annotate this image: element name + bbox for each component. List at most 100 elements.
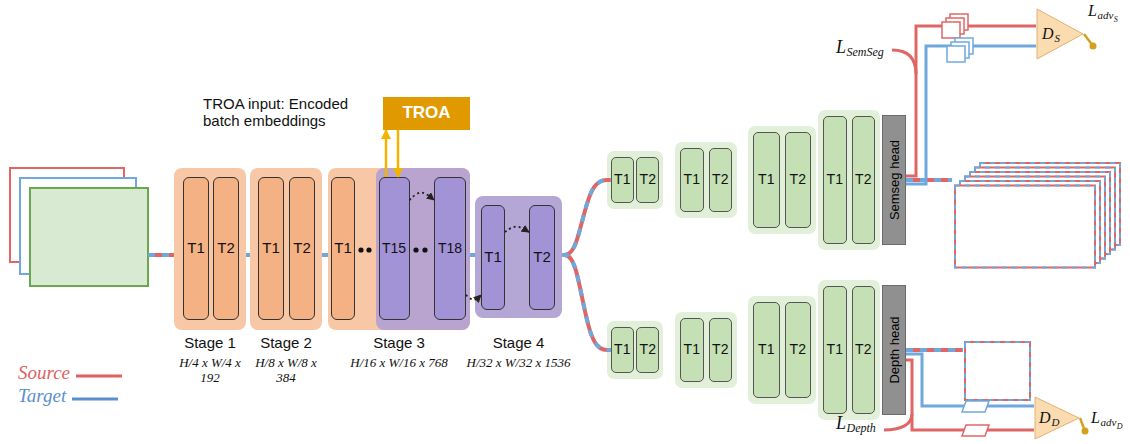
depth-map [965,342,1030,400]
decoder-stage [607,151,663,209]
decoder-stage [818,280,880,420]
decoder-block: T2 [785,132,812,228]
decoder-stage [748,296,816,404]
connector [906,360,1034,430]
decoder-block: T1 [611,157,634,203]
connector-line [906,354,1034,406]
stage-band: Stage 2H/8 x W/8 x 384T1T2 [250,168,322,330]
transformer-block: T1 [183,177,209,320]
transformer-block: T18 [434,177,466,320]
decoder-block: T2 [709,148,733,212]
decoder-block: T2 [852,116,876,244]
decoder-block: T2 [785,302,812,398]
output-wire [906,348,963,352]
output-wire [906,348,963,352]
input-wire [148,253,174,257]
connector-line [562,180,611,255]
discriminator-label: S [1055,33,1061,44]
decoder-block: T1 [680,318,704,382]
decoder-stage [748,126,816,234]
legend-entry: Source [18,363,124,384]
legend-label: Source [18,363,70,384]
connector-line [385,130,388,177]
troa-module: TROA [383,97,470,130]
dot [422,247,427,252]
transformer-block: T15 [379,177,410,320]
block-label: T1 [758,172,774,187]
stage-label: Stage 2 [260,334,312,351]
block-label: T2 [790,172,806,187]
connector [562,255,611,350]
block-label: T2 [855,172,871,187]
decoder-block: T1 [823,116,847,244]
discriminator: DS [1036,8,1084,60]
connector-line [470,253,475,257]
loss-label: L [836,414,846,432]
feature-map [942,22,960,38]
connector-line [246,253,250,257]
decoder-block: T1 [823,286,847,414]
block-label: T1 [614,172,630,187]
block-label: T1 [684,342,700,357]
connector [322,255,328,256]
block-label: T2 [640,172,656,187]
stage-label: Stage 4 [493,334,545,351]
block-label: T1 [187,240,205,257]
decoder-block: T2 [709,318,733,382]
connector-line [470,253,475,257]
adv-loss-dot [1090,43,1097,50]
discriminator: DD [1034,396,1080,440]
output-wire [906,178,952,182]
block-label: T2 [640,342,656,357]
connector [906,354,1034,406]
block-label: T1 [758,342,774,357]
decoder-block: T1 [680,148,704,212]
task-head: Semseg head [882,115,906,245]
input-image [30,188,148,286]
block-label: T1 [827,172,843,187]
stage-label: Stage 1 [184,334,236,351]
transformer-block: T1 [481,205,505,310]
loss-label: L [1088,3,1097,19]
loss-leader [884,414,912,430]
input-wire [148,253,174,257]
legend-label: Target [18,386,66,407]
discriminator-label: D [1039,410,1051,426]
connector-line [906,46,1036,184]
connector-line [322,253,328,257]
connector [562,180,611,255]
connector-line [562,180,611,255]
loss-label: SemSeg [847,46,884,58]
block-label: T1 [614,342,630,357]
loss-leader [892,50,916,74]
task-head: Depth head [882,285,906,415]
connector [906,46,1036,184]
decoder-stage [607,321,663,379]
decoder-block: T2 [636,157,659,203]
decoder-stage [675,142,737,218]
transformer-block: T2 [213,177,239,320]
loss-label: D [1117,423,1123,431]
discriminator-label: D [1042,26,1054,42]
block-label: T2 [293,240,311,257]
decoder-groups [607,110,880,420]
block-label: T18 [438,241,462,256]
loss-label: adv [1097,10,1113,21]
depth-map [965,342,1030,400]
discriminator-shape [1037,9,1083,59]
loss-label: S [1114,16,1118,24]
decoder-stage [675,312,737,388]
head-label: Semseg head [887,140,902,220]
decoder-stage [818,110,880,250]
block-label: T1 [262,240,280,257]
connector-line [322,253,328,257]
connector [470,255,475,256]
connector [398,130,399,177]
stage-band: Stage 3H/16 x W/16 x 768T1T15T18 [328,168,470,330]
block-label: T2 [217,240,235,257]
dimension-label: H/32 x W/32 x 1536 [467,356,571,371]
